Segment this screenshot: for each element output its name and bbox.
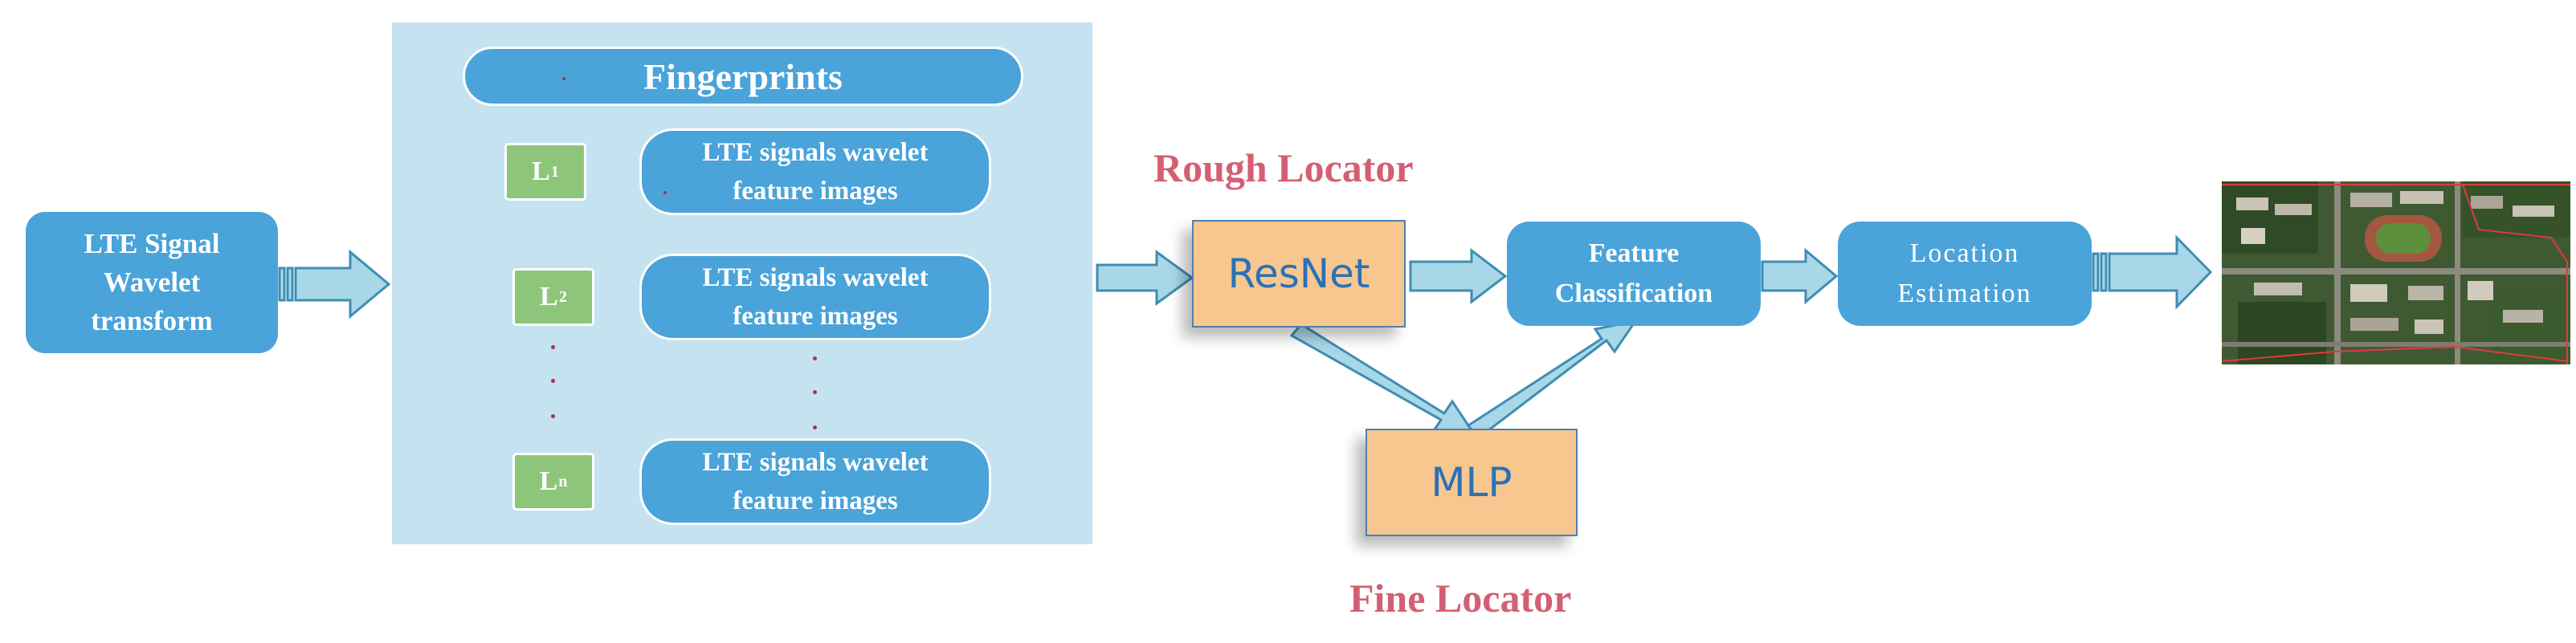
lte-box-line-1: LTE Signal [84, 228, 220, 259]
feature-images-box-1-line-2: feature images [733, 177, 898, 206]
feature-images-box-n-line-2: feature images [733, 486, 898, 515]
arrow-mlp-to-feature [1466, 319, 1639, 441]
feature-classification-line-2: Classification [1554, 279, 1713, 308]
feature-images-box-1: LTE signals wavelet feature images [639, 128, 991, 215]
ellipsis-dot-right-1 [813, 356, 817, 360]
feature-images-box-n-line-1: LTE signals wavelet [702, 448, 929, 477]
resnet-box: ResNet [1192, 220, 1406, 328]
location-label-1-subscript: 1 [550, 162, 559, 181]
feature-images-box-2-line-1: LTE signals wavelet [702, 263, 929, 292]
ellipsis-dot-left-1 [551, 345, 555, 349]
arrow-resnet-to-feature [1409, 247, 1508, 305]
location-estimation-box: Location Estimation [1838, 222, 2092, 326]
arrow-fingerprints-to-resnet [1096, 250, 1194, 306]
location-label-2-letter: L [540, 282, 558, 311]
feature-classification-line-1: Feature [1588, 238, 1680, 268]
location-estimation-line-1: Location [1909, 238, 2020, 268]
fingerprints-title-text: Fingerprints [643, 55, 843, 97]
feature-images-box-2-line-2: feature images [733, 302, 898, 331]
arrow-resnet-to-mlp [1289, 323, 1477, 437]
ellipsis-dot-right-2 [813, 390, 817, 394]
feature-images-box-1-line-1: LTE signals wavelet [702, 138, 929, 167]
location-label-n-letter: L [539, 466, 558, 496]
lte-wavelet-transform-box: LTE Signal Wavelet transform [26, 212, 278, 353]
location-label-n-subscript: n [558, 472, 568, 490]
rough-locator-label: Rough Locator [1153, 145, 1414, 190]
ellipsis-dot-right-3 [813, 425, 817, 429]
arrow-feature-to-location [1761, 247, 1839, 305]
resnet-text: ResNet [1227, 250, 1370, 297]
decorative-dot [562, 77, 565, 80]
aerial-map-image [2222, 181, 2570, 364]
lte-box-line-2: Wavelet [103, 267, 201, 298]
mlp-text: MLP [1431, 459, 1513, 506]
arrow-input-to-fingerprints [278, 249, 391, 319]
aerial-map-graphic [2222, 181, 2570, 364]
location-label-2-subscript: 2 [558, 287, 567, 306]
ellipsis-dot-left-3 [551, 414, 555, 418]
mlp-box: MLP [1366, 429, 1578, 536]
feature-images-box-2: LTE signals wavelet feature images [639, 254, 991, 340]
decorative-dot [663, 191, 667, 194]
feature-images-box-n: LTE signals wavelet feature images [639, 438, 991, 525]
fingerprints-title: Fingerprints [463, 47, 1023, 106]
feature-classification-box: Feature Classification [1507, 222, 1761, 326]
fine-locator-label: Fine Locator [1349, 576, 1572, 621]
arrow-location-to-output [2092, 234, 2213, 310]
ellipsis-dot-left-2 [551, 379, 555, 383]
location-estimation-line-2: Estimation [1897, 279, 2032, 308]
location-label-1-letter: L [532, 157, 550, 186]
lte-box-line-3: transform [91, 305, 213, 336]
